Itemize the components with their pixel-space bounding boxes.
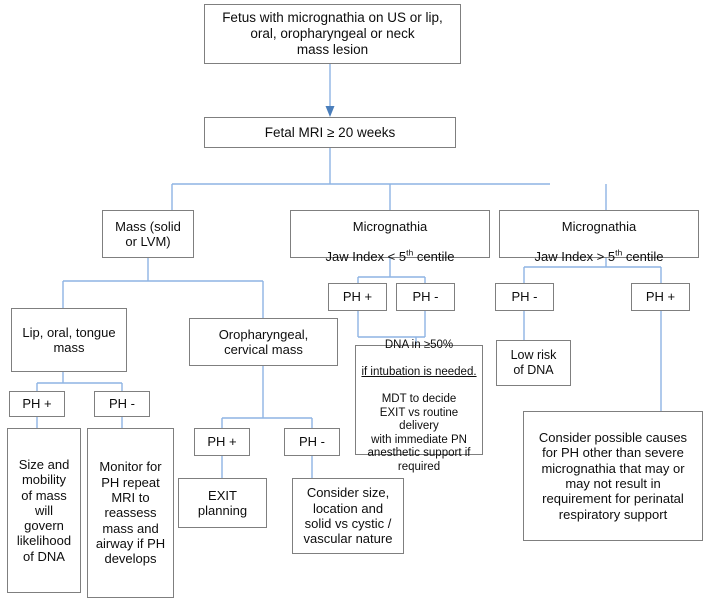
node-consider-possible-causes[interactable]: Consider possible causes for PH other th… — [523, 411, 703, 541]
node-ph-plus-oropharyngeal[interactable]: PH + — [194, 428, 250, 456]
node-micrognathia-lt-5th[interactable]: Micrognathia Jaw Index < 5th centile — [290, 210, 490, 264]
node-ph-minus-oro-label: PH - — [299, 434, 325, 450]
node-exit-planning-label: EXIT planning — [197, 487, 248, 518]
node-oropharyngeal-cervical-mass[interactable]: Oropharyngeal, cervical mass — [189, 318, 338, 366]
node-size-and-mobility[interactable]: Size and mobility of mass will govern li… — [7, 428, 81, 593]
arrowhead-start-to-mri — [325, 106, 335, 117]
node-ph-plus-micrognathia-gt-label: PH + — [645, 289, 676, 305]
node-ph-plus-lip-label: PH + — [22, 396, 52, 412]
connector-lip-split — [36, 372, 123, 391]
node-ph-minus-micrognathia-lt[interactable]: PH - — [396, 283, 455, 311]
node-ph-minus-micrognathia-lt-label: PH - — [412, 289, 439, 305]
node-consider-size-label: Consider size, location and solid vs cys… — [303, 485, 393, 547]
node-consider-size-location[interactable]: Consider size, location and solid vs cys… — [292, 478, 404, 554]
node-monitor-for-ph[interactable]: Monitor for PH repeat MRI to reassess ma… — [87, 428, 174, 598]
node-ph-minus-micrognathia-gt-label: PH - — [511, 289, 538, 305]
node-dna-management[interactable]: DNA in ≥50% if intubation is needed. MDT… — [355, 339, 483, 473]
node-ph-minus-lip-label: PH - — [109, 396, 135, 412]
node-micrognathia-lt-line2-pre: Jaw Index < 5 — [325, 249, 407, 265]
node-ph-plus-micrognathia-lt-label: PH + — [342, 289, 373, 305]
connector-oro-split — [221, 366, 313, 428]
node-ph-plus-oro-label: PH + — [207, 434, 237, 450]
node-ph-minus-oropharyngeal[interactable]: PH - — [284, 428, 340, 456]
node-dna-rest: MDT to decide EXIT vs routine delivery w… — [367, 393, 471, 474]
node-ph-minus-lip[interactable]: PH - — [94, 391, 150, 417]
node-lip-oral-tongue-mass[interactable]: Lip, oral, tongue mass — [11, 308, 127, 372]
node-fetal-mri-label: Fetal MRI ≥ 20 weeks — [264, 124, 396, 140]
node-micrognathia-gt-line2-post: centile — [622, 249, 664, 265]
node-exit-planning[interactable]: EXIT planning — [178, 478, 267, 528]
node-mass[interactable]: Mass (solid or LVM) — [102, 210, 194, 258]
node-ph-plus-micrognathia-gt[interactable]: PH + — [631, 283, 690, 311]
node-consider-causes-label: Consider possible causes for PH other th… — [538, 430, 688, 522]
node-ph-plus-micrognathia-lt[interactable]: PH + — [328, 283, 387, 311]
node-micrognathia-gt-line1: Micrognathia — [561, 218, 637, 234]
node-fetal-mri[interactable]: Fetal MRI ≥ 20 weeks — [204, 117, 456, 148]
node-micrognathia-gt-5th[interactable]: Micrognathia Jaw Index > 5th centile — [499, 210, 699, 264]
node-micrognathia-lt-line1: Micrognathia — [352, 218, 428, 234]
node-micrognathia-lt-line2-post: centile — [413, 249, 455, 265]
node-micrognathia-gt-superscript: th — [615, 248, 623, 258]
node-low-risk-of-dna[interactable]: Low risk of DNA — [496, 340, 571, 386]
node-micrognathia-gt-line2-pre: Jaw Index > 5 — [534, 249, 616, 265]
node-size-mobility-label: Size and mobility of mass will govern li… — [16, 456, 72, 564]
node-low-risk-label: Low risk of DNA — [510, 348, 557, 377]
node-ph-minus-micrognathia-gt[interactable]: PH - — [495, 283, 554, 311]
node-micrognathia-lt-superscript: th — [406, 248, 414, 258]
node-ph-plus-lip[interactable]: PH + — [9, 391, 65, 417]
node-mass-label: Mass (solid or LVM) — [115, 218, 181, 249]
node-dna-line1: DNA in ≥50% — [384, 338, 454, 351]
node-start[interactable]: Fetus with micrognathia on US or lip, or… — [204, 4, 461, 64]
connector-mri-split — [171, 148, 607, 210]
node-dna-line2-underlined: if intubation is needed. — [361, 366, 477, 379]
node-monitor-label: Monitor for PH repeat MRI to reassess ma… — [95, 459, 166, 567]
node-start-label: Fetus with micrognathia on US or lip, or… — [222, 10, 443, 57]
node-oropharyngeal-cervical-label: Oropharyngeal, cervical mass — [218, 326, 309, 357]
node-lip-oral-tongue-label: Lip, oral, tongue mass — [22, 324, 116, 355]
